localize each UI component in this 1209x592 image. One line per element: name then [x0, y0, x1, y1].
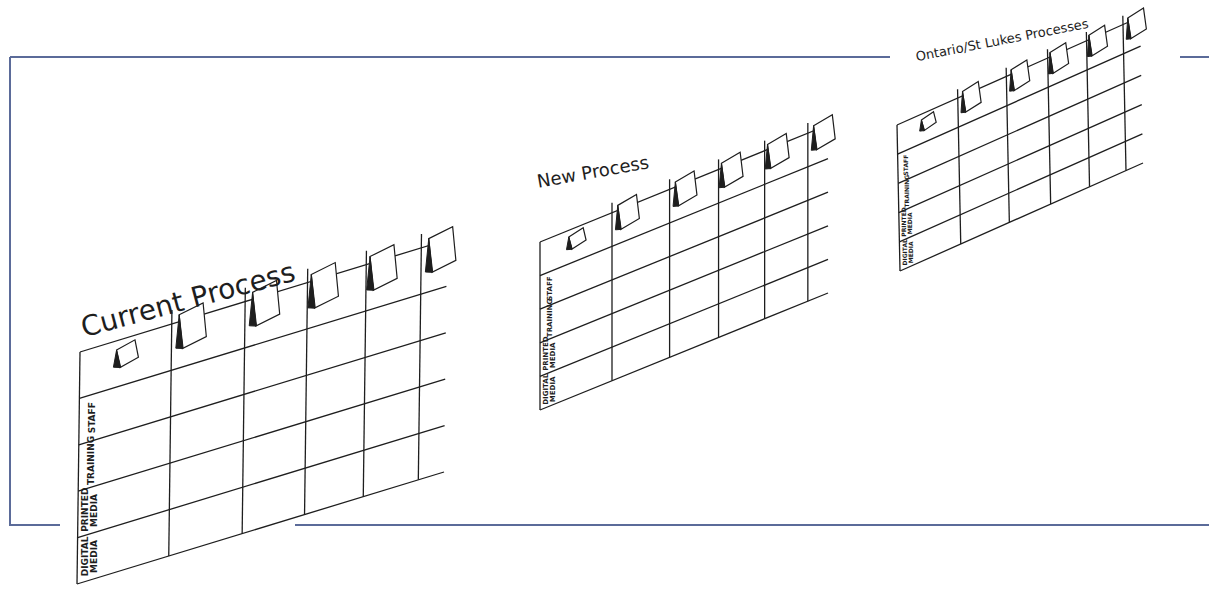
sticky-note-shadow — [673, 182, 679, 206]
frame-line — [1180, 56, 1209, 58]
grid-line — [540, 125, 828, 242]
sticky-note — [721, 152, 743, 187]
grid-line — [958, 89, 961, 244]
sticky-note-shadow — [961, 91, 966, 112]
grid-line — [897, 17, 1140, 125]
sticky-note-shadow — [425, 239, 432, 273]
frame-line — [295, 524, 1209, 526]
grid-line — [900, 163, 1143, 271]
row-label: DIGITAL MEDIA — [543, 374, 558, 405]
grid-line — [540, 226, 828, 343]
row-label: STAFF — [87, 396, 96, 439]
grid-line — [1006, 68, 1009, 223]
grid-line — [899, 134, 1142, 242]
board-grid — [540, 115, 835, 410]
row-label: TRAINING — [546, 306, 553, 337]
sticky-note-shadow — [719, 163, 725, 187]
sticky-note — [429, 227, 456, 273]
board-grid — [77, 227, 456, 584]
grid-line — [242, 288, 245, 534]
sticky-note-shadow — [367, 257, 374, 291]
sticky-note-shadow — [113, 350, 120, 367]
grid-line — [539, 242, 540, 410]
row-label: DIGITAL MEDIA — [81, 536, 100, 579]
grid-line — [78, 426, 445, 538]
grid-line — [898, 46, 1141, 154]
grid-line — [540, 192, 828, 309]
board-grid — [897, 8, 1146, 271]
sticky-note-shadow — [1048, 53, 1053, 74]
grid-line — [169, 310, 172, 556]
row-label: PRINTED MEDIA — [543, 340, 558, 371]
row-label: TRAINING — [87, 443, 96, 486]
process-board: Ontario/St Lukes Processes — [897, 17, 1143, 271]
grid-line — [898, 75, 1141, 183]
board-title: Current Process — [78, 258, 298, 342]
sticky-note-shadow — [566, 237, 572, 250]
row-label: STAFF — [546, 273, 553, 304]
grid-line — [79, 333, 446, 445]
sticky-note — [768, 134, 790, 169]
process-board: New Process — [540, 125, 828, 410]
sticky-note-shadow — [1010, 70, 1015, 91]
grid-line — [540, 293, 828, 410]
grid-line — [669, 179, 670, 357]
sticky-note-shadow — [1126, 18, 1131, 39]
grid-line — [611, 203, 612, 381]
grid-line — [77, 472, 444, 584]
frame-line — [10, 56, 890, 58]
sticky-note-shadow — [1087, 35, 1092, 56]
grid-line — [807, 123, 808, 301]
board-title: New Process — [536, 153, 651, 190]
board-title: Ontario/St Lukes Processes — [915, 17, 1090, 63]
grid-line — [897, 125, 900, 271]
grid-line — [1123, 16, 1126, 171]
grid-line — [363, 251, 366, 497]
row-label: STAFF — [903, 152, 909, 179]
row-label: DIGITAL MEDIA — [902, 239, 915, 266]
sticky-note — [675, 171, 697, 206]
grid-line — [899, 105, 1142, 213]
row-label: PRINTED MEDIA — [81, 489, 100, 532]
sticky-note-shadow — [615, 205, 621, 229]
sticky-note-shadow — [920, 120, 925, 131]
row-label: TRAINING — [904, 181, 910, 208]
grid-line — [418, 234, 421, 480]
grid-line — [540, 259, 828, 376]
grid-line — [305, 269, 308, 515]
sticky-note — [618, 194, 640, 229]
grid-line — [77, 352, 80, 584]
sticky-note-shadow — [308, 274, 315, 308]
sticky-note-shadow — [765, 145, 771, 169]
grid-line — [80, 240, 447, 352]
sticky-note-shadow — [176, 315, 183, 349]
sticky-note — [370, 245, 397, 291]
sticky-note — [814, 115, 836, 150]
sticky-note-shadow — [811, 126, 817, 150]
sticky-note — [311, 263, 338, 309]
grid-line — [78, 379, 445, 491]
process-board: Current Process — [77, 240, 447, 584]
row-label: PRINTED MEDIA — [901, 210, 914, 237]
frame-line — [10, 57, 60, 525]
